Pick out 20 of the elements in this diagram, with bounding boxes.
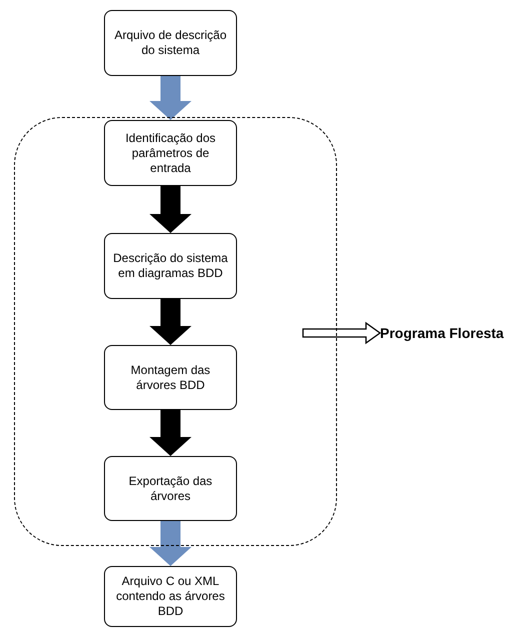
- dashed-group-box: [14, 117, 337, 546]
- box-text: Exportação das árvores: [128, 474, 214, 504]
- process-box: [104, 456, 237, 521]
- process-box: [104, 120, 237, 186]
- arrow: [302, 322, 382, 344]
- process-box: [104, 345, 237, 410]
- arrow: [150, 521, 192, 566]
- box-text: Arquivo de descrição do sistema: [113, 28, 228, 58]
- process-box: [104, 566, 237, 627]
- box-text: Descrição do sistema em diagramas BDD: [112, 251, 229, 281]
- box-text: Montagem das árvores BDD: [130, 362, 212, 392]
- box-text: Identificação dos parâmetros de entrada: [124, 130, 217, 176]
- arrow: [150, 410, 192, 456]
- arrow: [150, 186, 192, 233]
- box-text: Arquivo C ou XML contendo as árvores BDD: [115, 574, 226, 619]
- output-label: Programa Floresta: [380, 325, 504, 341]
- process-box: [104, 10, 237, 76]
- arrow: [150, 76, 192, 120]
- process-box: [104, 233, 237, 299]
- arrow: [150, 299, 192, 345]
